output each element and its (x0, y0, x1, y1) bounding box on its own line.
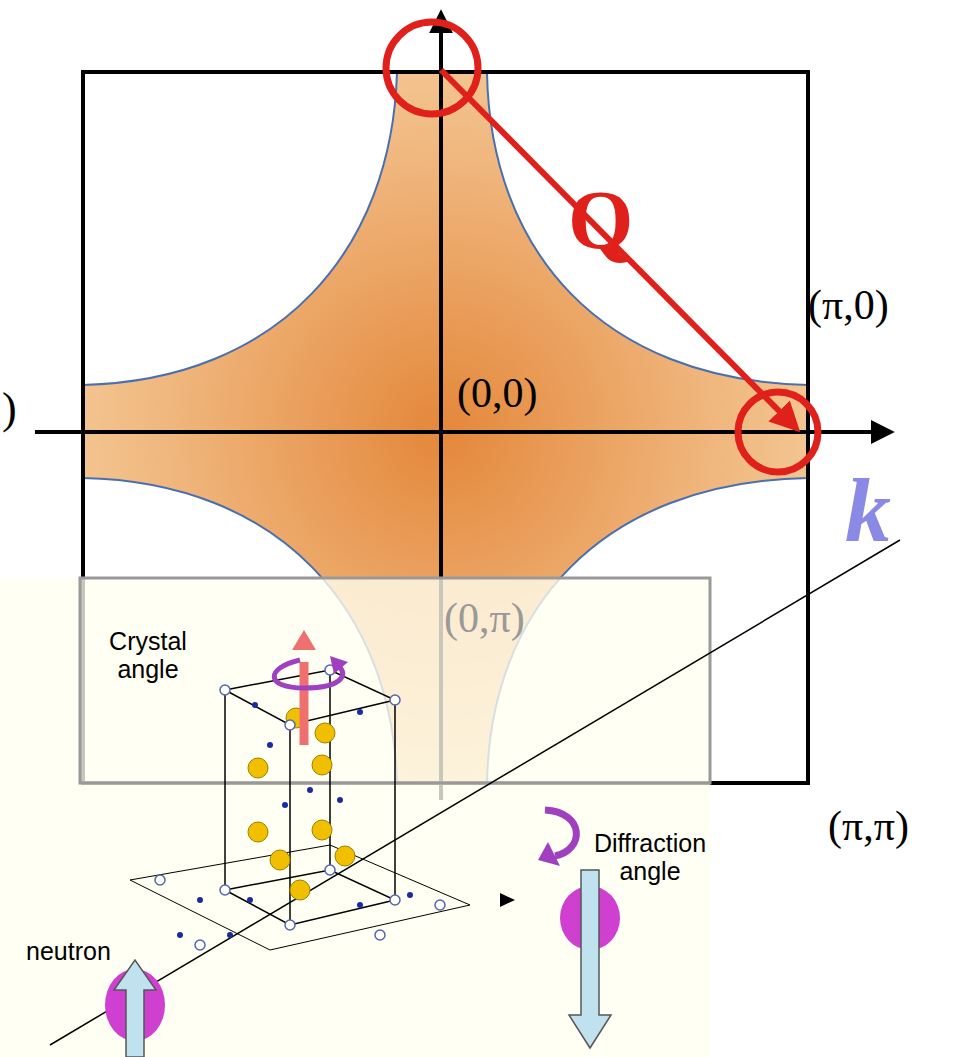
coordinate-label: (0,0) (457, 370, 537, 416)
beam-line (50, 540, 900, 1045)
coordinate-label: (π,0) (808, 282, 889, 328)
spin-down-arrow (569, 870, 611, 1048)
kx-axis (35, 430, 890, 434)
hot-spot-circle (738, 392, 818, 472)
rotation-axis-arrow (292, 630, 316, 650)
coordinate-label: (0,π) (444, 595, 525, 641)
momentum-label: k (845, 460, 891, 561)
rotation-curl (330, 656, 348, 674)
nesting-vector (441, 70, 796, 428)
coordinate-label: (π,π) (828, 803, 909, 849)
spin-up-arrow (114, 960, 156, 1057)
annotation-label: Diffraction angle (580, 830, 720, 885)
rotation-axis-arrow (300, 662, 309, 745)
crystal-small-atoms (177, 702, 413, 938)
hot-spot-circle (386, 22, 478, 114)
annotation-label: neutron (26, 938, 111, 966)
cut-coordinate: ) (2, 385, 17, 433)
diffraction-curl (538, 842, 560, 866)
overlay-panel (0, 578, 710, 1057)
annotation-label: Crystal angle (98, 628, 198, 683)
beam-head (500, 893, 515, 907)
vector-label: Q (568, 175, 633, 267)
